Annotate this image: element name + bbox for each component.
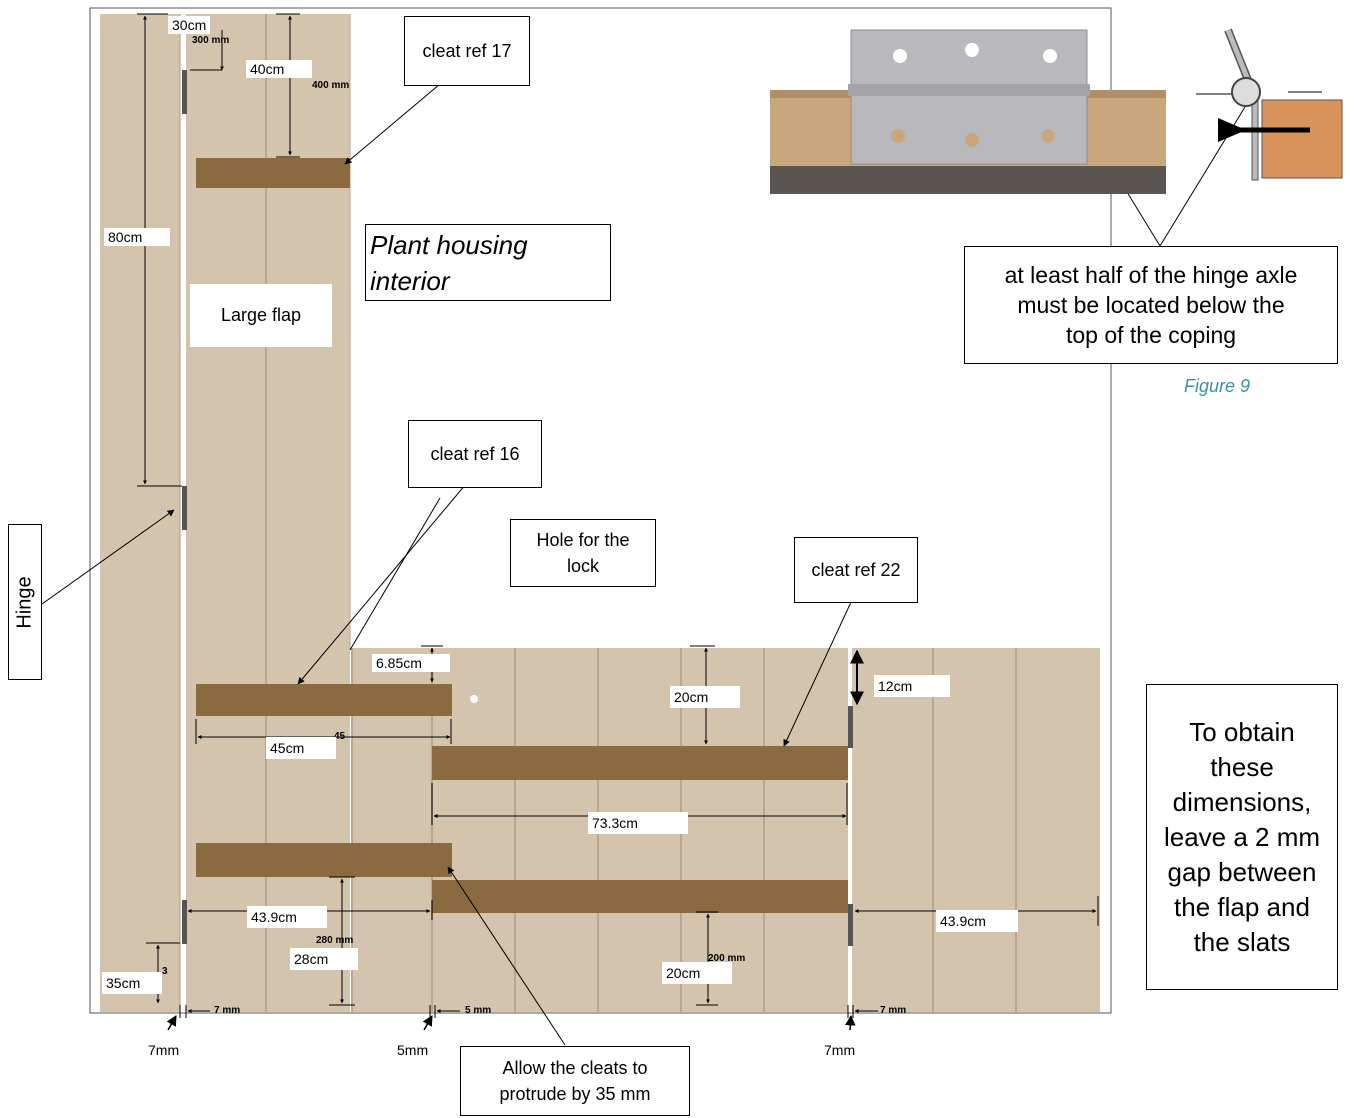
page-frame	[89, 7, 1112, 1014]
cleat-16	[196, 684, 452, 716]
hinge-right-top	[848, 706, 853, 748]
dim-12cm: 12cm	[874, 675, 950, 697]
gap-note-line-2: these	[1210, 751, 1274, 782]
dim-30cm: 30cm	[168, 16, 211, 34]
gap-note-line-5: gap between	[1167, 856, 1317, 887]
mark-400mm: 400 mm	[312, 80, 350, 91]
mark-7mm-b: 7 mm	[880, 1005, 907, 1016]
dim-6-85cm: 6.85cm	[372, 654, 450, 672]
hinge-callout: Hinge	[8, 524, 42, 680]
gap-5mm: 5mm	[397, 1042, 429, 1058]
hinge-section-schematic	[1196, 28, 1343, 181]
cleat-17-label: cleat ref 17	[422, 40, 512, 61]
mark-5mm: 5 mm	[465, 1005, 492, 1016]
dim-73-3cm: 73.3cm	[588, 812, 688, 834]
plant-housing-line-2: interior	[370, 266, 450, 296]
cleat-22-callout: cleat ref 22	[794, 537, 918, 603]
side-slat	[100, 14, 180, 1012]
protrude-line-1: Allow the cleats to	[502, 1058, 648, 1078]
gap-note-line-7: the slats	[1193, 926, 1291, 957]
hinge-note-line-3: top of the coping	[1065, 322, 1237, 348]
hinge-axle-note: at least half of the hinge axle must be …	[964, 246, 1338, 364]
hinge-label: Hinge	[13, 575, 36, 629]
gap-7mm-right: 7mm	[824, 1042, 856, 1058]
mark-3: 3	[162, 966, 168, 977]
cleat-22-label: cleat ref 22	[811, 559, 901, 580]
hinge-bottom	[182, 900, 187, 944]
hinge-right-bottom	[848, 904, 853, 946]
plant-housing-callout: Plant housing interior	[365, 224, 611, 301]
gap-note-line-4: leave a 2 mm	[1163, 821, 1321, 852]
dim-20cm-bottom: 20cm	[662, 962, 732, 984]
cleat-lower-right	[432, 880, 848, 913]
figure-caption: Figure 9	[1184, 376, 1251, 396]
hinge-note-line-1: at least half of the hinge axle	[1004, 262, 1298, 288]
hinge-photo	[770, 29, 1166, 194]
hole-label-line-1: Hole for the	[536, 530, 630, 550]
hinge-top	[182, 70, 187, 114]
mark-280mm: 280 mm	[316, 935, 354, 946]
cleat-17-callout: cleat ref 17	[404, 16, 530, 86]
large-flap-label: Large flap	[220, 305, 302, 325]
cleat-17	[196, 158, 350, 188]
dim-40cm: 40cm	[246, 60, 312, 78]
mark-7mm-a: 7 mm	[214, 1005, 241, 1016]
cleat-16-callout: cleat ref 16	[408, 420, 542, 488]
lock-hole	[470, 695, 478, 703]
gap-note-line-1: To obtain	[1189, 716, 1295, 747]
mark-45: 45	[334, 731, 346, 742]
cleat-lower-left	[196, 843, 452, 877]
dim-45cm: 45cm	[266, 737, 336, 759]
large-flap-callout: Large flap	[190, 284, 332, 347]
dim-28cm: 28cm	[290, 948, 358, 970]
plant-housing-line-1: Plant housing	[370, 230, 528, 260]
dim-80cm: 80cm	[104, 228, 170, 246]
gap-note: To obtain these dimensions, leave a 2 mm…	[1146, 684, 1338, 990]
hole-label-line-2: lock	[566, 556, 599, 576]
dim-43-9cm-left: 43.9cm	[247, 906, 327, 928]
mark-300mm: 300 mm	[192, 35, 230, 46]
cleat-22	[432, 746, 848, 780]
dim-43-9cm-right: 43.9cm	[936, 910, 1018, 932]
gap-pointers	[166, 1014, 856, 1031]
protrude-line-2: protrude by 35 mm	[499, 1084, 651, 1104]
cleat-16-label: cleat ref 16	[430, 443, 520, 464]
dim-20cm-top: 20cm	[670, 686, 740, 708]
callout-arrows	[41, 83, 1249, 1046]
gap-note-line-3: dimensions,	[1172, 786, 1312, 817]
gap-note-line-6: the flap and	[1174, 891, 1310, 922]
lock-hole-callout: Hole for the lock	[510, 519, 656, 587]
protrude-note: Allow the cleats to protrude by 35 mm	[460, 1046, 690, 1116]
hinge-middle	[182, 486, 187, 530]
mark-200mm: 200 mm	[708, 953, 746, 964]
gap-7mm-left: 7mm	[148, 1042, 180, 1058]
dim-35cm: 35cm	[102, 972, 162, 994]
hinge-note-line-2: must be located below the	[1017, 292, 1285, 318]
